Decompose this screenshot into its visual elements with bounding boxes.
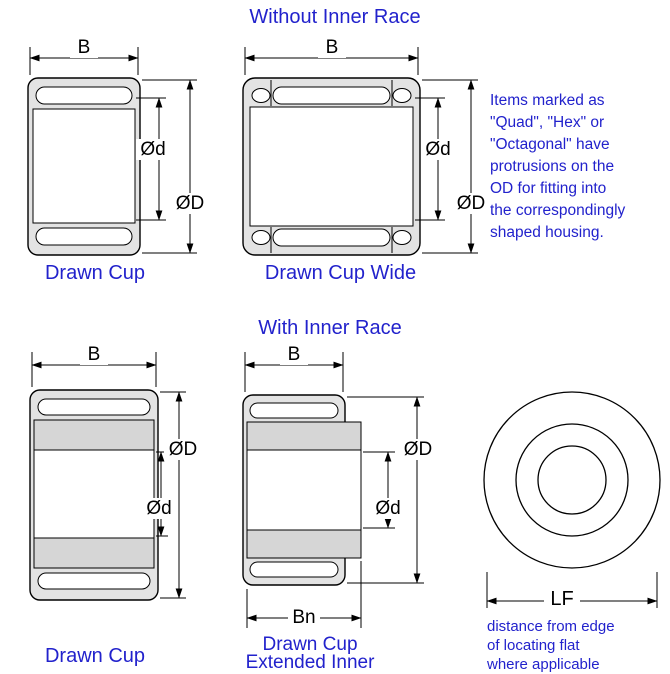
- cup-bore: [249, 106, 414, 227]
- caption-drawn-cup: Drawn Cup: [44, 262, 146, 284]
- housing-note: Items marked as "Quad", "Hex" or "Octago…: [490, 90, 670, 244]
- dim-label-outer-diameter: ØD: [164, 439, 202, 460]
- dim-label-inner-diameter: Ød: [370, 498, 406, 519]
- cup-bore: [32, 108, 136, 224]
- caption-line: where applicable: [487, 656, 600, 673]
- dim-label-b: B: [80, 344, 108, 365]
- roller-capsule-top: [249, 402, 339, 419]
- race-circle: [515, 423, 629, 537]
- figure-front-view: [483, 391, 661, 569]
- section-title-without-inner-race: Without Inner Race: [249, 6, 421, 28]
- note-line: "Octagonal" have: [490, 136, 610, 153]
- dim-label-inner-diameter: Ød: [141, 498, 177, 519]
- cup-lip: [251, 88, 271, 103]
- cup-lip: [392, 230, 412, 245]
- dim-label-lf: LF: [544, 589, 580, 610]
- dim-label-b: B: [70, 37, 98, 58]
- dim-label-inner-diameter: Ød: [421, 139, 455, 160]
- dim-label-outer-diameter: ØD: [452, 193, 490, 214]
- note-line: OD for fitting into: [490, 180, 607, 197]
- note-line: "Quad", "Hex" or: [490, 114, 605, 131]
- figure-drawn-cup-extended-inner: [242, 394, 362, 586]
- caption-drawn-cup-extended: Drawn Cup Extended Inner: [240, 634, 380, 673]
- dim-label-outer-diameter: ØD: [398, 439, 438, 460]
- bore-circle: [537, 445, 607, 515]
- roller-capsule-bottom: [37, 572, 151, 590]
- note-line: protrusions on the: [490, 158, 615, 175]
- figure-drawn-cup-wide: [242, 77, 421, 256]
- dim-label-b: B: [280, 344, 308, 365]
- roller-capsule-top: [35, 86, 133, 105]
- dim-label-inner-diameter: Ød: [136, 139, 170, 160]
- caption-drawn-cup-wide: Drawn Cup Wide: [264, 262, 417, 284]
- caption-front-view: distance from edge of locating flat wher…: [487, 617, 665, 674]
- note-line: shaped housing.: [490, 224, 604, 241]
- note-line: the correspondingly: [490, 202, 626, 219]
- roller-capsule-bottom: [272, 228, 391, 247]
- inner-race-top: [33, 419, 155, 451]
- figure-drawn-cup: [27, 77, 141, 256]
- inner-race-bottom: [246, 529, 362, 559]
- outer-diameter-circle: [483, 391, 661, 569]
- inner-race-bottom: [33, 537, 155, 569]
- roller-capsule-bottom: [249, 561, 339, 578]
- caption-drawn-cup-inner-race: Drawn Cup: [44, 645, 146, 667]
- roller-capsule-bottom: [35, 227, 133, 246]
- note-line: Items marked as: [490, 92, 605, 109]
- dims-drawn-cup: [29, 47, 197, 254]
- dim-label-bn: Bn: [288, 607, 320, 628]
- dim-label-b: B: [318, 37, 346, 58]
- caption-line: of locating flat: [487, 637, 580, 654]
- caption-line: distance from edge: [487, 618, 615, 635]
- section-title-with-inner-race: With Inner Race: [258, 317, 402, 339]
- cup-lip: [392, 88, 412, 103]
- inner-race-top: [246, 421, 362, 451]
- dims-drawn-cup-inner-race: [31, 352, 186, 599]
- roller-capsule-top: [272, 86, 391, 105]
- roller-capsule-top: [37, 398, 151, 416]
- caption-line: Drawn Cup: [262, 634, 358, 655]
- caption-line: Extended Inner: [245, 652, 375, 673]
- dims-drawn-cup-wide: [244, 47, 478, 254]
- figure-drawn-cup-inner-race: [29, 389, 159, 601]
- dim-label-outer-diameter: ØD: [171, 193, 209, 214]
- cup-lip: [251, 230, 271, 245]
